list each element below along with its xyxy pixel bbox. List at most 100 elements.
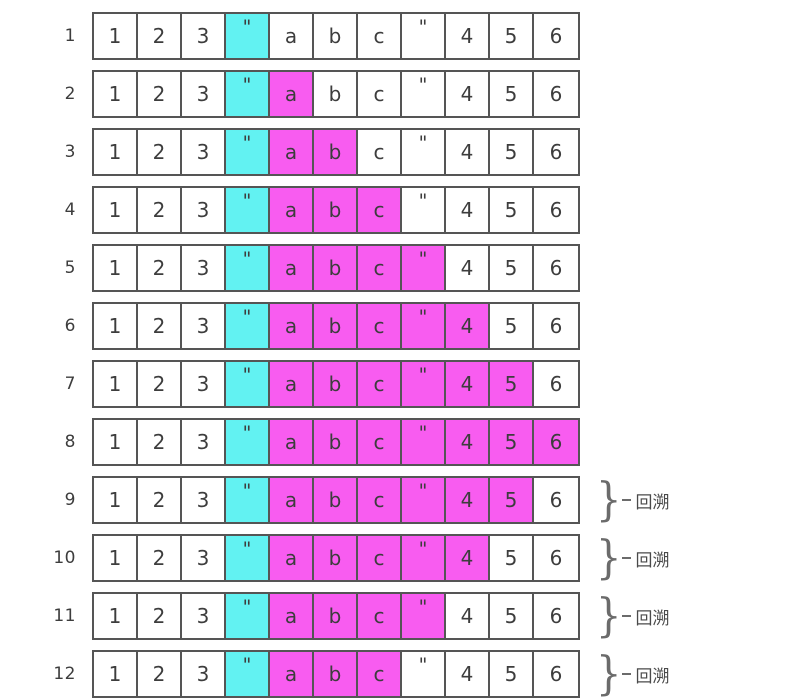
cell[interactable]: " — [402, 246, 446, 290]
cell[interactable]: 3 — [182, 536, 226, 580]
cell[interactable]: 2 — [138, 130, 182, 174]
cell[interactable]: 6 — [534, 594, 578, 638]
cell[interactable]: 2 — [138, 420, 182, 464]
cell[interactable]: 1 — [94, 130, 138, 174]
cell[interactable]: b — [314, 188, 358, 232]
cell[interactable]: 4 — [446, 652, 490, 696]
cell[interactable]: 4 — [446, 362, 490, 406]
cell[interactable]: " — [402, 188, 446, 232]
cell[interactable]: c — [358, 420, 402, 464]
cell[interactable]: a — [270, 420, 314, 464]
cell[interactable]: a — [270, 246, 314, 290]
cell[interactable]: 3 — [182, 14, 226, 58]
cell[interactable]: a — [270, 652, 314, 696]
cell[interactable]: c — [358, 478, 402, 522]
cell[interactable]: 1 — [94, 304, 138, 348]
cell[interactable]: 4 — [446, 14, 490, 58]
cell[interactable]: 5 — [490, 594, 534, 638]
cell[interactable]: 5 — [490, 362, 534, 406]
cell[interactable]: 6 — [534, 130, 578, 174]
cell[interactable]: " — [226, 420, 270, 464]
cell[interactable]: " — [226, 594, 270, 638]
cell[interactable]: " — [226, 304, 270, 348]
cell[interactable]: 5 — [490, 536, 534, 580]
cell[interactable]: 4 — [446, 594, 490, 638]
cell[interactable]: " — [402, 130, 446, 174]
cell[interactable]: a — [270, 188, 314, 232]
cell[interactable]: a — [270, 594, 314, 638]
cell[interactable]: " — [402, 304, 446, 348]
cell[interactable]: 4 — [446, 246, 490, 290]
cell[interactable]: 3 — [182, 188, 226, 232]
cell[interactable]: 5 — [490, 14, 534, 58]
cell[interactable]: 3 — [182, 362, 226, 406]
cell[interactable]: " — [402, 594, 446, 638]
cell[interactable]: 3 — [182, 130, 226, 174]
cell[interactable]: 6 — [534, 652, 578, 696]
cell[interactable]: 1 — [94, 594, 138, 638]
cell[interactable]: 6 — [534, 246, 578, 290]
cell[interactable]: 1 — [94, 14, 138, 58]
cell[interactable]: 4 — [446, 304, 490, 348]
cell[interactable]: 6 — [534, 478, 578, 522]
cell[interactable]: 2 — [138, 362, 182, 406]
cell[interactable]: a — [270, 14, 314, 58]
cell[interactable]: 2 — [138, 72, 182, 116]
cell[interactable]: 2 — [138, 188, 182, 232]
cell[interactable]: c — [358, 130, 402, 174]
cell[interactable]: 1 — [94, 652, 138, 696]
cell[interactable]: 5 — [490, 478, 534, 522]
cell[interactable]: " — [402, 536, 446, 580]
cell[interactable]: " — [402, 14, 446, 58]
cell[interactable]: " — [226, 188, 270, 232]
cell[interactable]: b — [314, 304, 358, 348]
cell[interactable]: c — [358, 14, 402, 58]
cell[interactable]: " — [226, 652, 270, 696]
cell[interactable]: 4 — [446, 130, 490, 174]
cell[interactable]: a — [270, 478, 314, 522]
cell[interactable]: " — [226, 362, 270, 406]
cell[interactable]: 2 — [138, 304, 182, 348]
cell[interactable]: c — [358, 536, 402, 580]
cell[interactable]: 6 — [534, 420, 578, 464]
cell[interactable]: 3 — [182, 72, 226, 116]
cell[interactable]: 3 — [182, 246, 226, 290]
cell[interactable]: b — [314, 420, 358, 464]
cell[interactable]: 1 — [94, 188, 138, 232]
cell[interactable]: 6 — [534, 536, 578, 580]
cell[interactable]: 4 — [446, 478, 490, 522]
cell[interactable]: 4 — [446, 72, 490, 116]
cell[interactable]: 5 — [490, 304, 534, 348]
cell[interactable]: " — [226, 536, 270, 580]
cell[interactable]: 6 — [534, 72, 578, 116]
cell[interactable]: 2 — [138, 652, 182, 696]
cell[interactable]: 3 — [182, 652, 226, 696]
cell[interactable]: a — [270, 130, 314, 174]
cell[interactable]: c — [358, 304, 402, 348]
cell[interactable]: 4 — [446, 536, 490, 580]
cell[interactable]: 6 — [534, 304, 578, 348]
cell[interactable]: " — [402, 72, 446, 116]
cell[interactable]: b — [314, 536, 358, 580]
cell[interactable]: " — [226, 246, 270, 290]
cell[interactable]: c — [358, 246, 402, 290]
cell[interactable]: b — [314, 594, 358, 638]
cell[interactable]: c — [358, 594, 402, 638]
cell[interactable]: 1 — [94, 420, 138, 464]
cell[interactable]: c — [358, 188, 402, 232]
cell[interactable]: 4 — [446, 420, 490, 464]
cell[interactable]: 2 — [138, 594, 182, 638]
cell[interactable]: 3 — [182, 304, 226, 348]
cell[interactable]: 5 — [490, 420, 534, 464]
cell[interactable]: 5 — [490, 130, 534, 174]
cell[interactable]: " — [226, 130, 270, 174]
cell[interactable]: 3 — [182, 478, 226, 522]
cell[interactable]: 5 — [490, 652, 534, 696]
cell[interactable]: c — [358, 72, 402, 116]
cell[interactable]: a — [270, 304, 314, 348]
cell[interactable]: 1 — [94, 536, 138, 580]
cell[interactable]: b — [314, 130, 358, 174]
cell[interactable]: 2 — [138, 14, 182, 58]
cell[interactable]: 2 — [138, 246, 182, 290]
cell[interactable]: b — [314, 246, 358, 290]
